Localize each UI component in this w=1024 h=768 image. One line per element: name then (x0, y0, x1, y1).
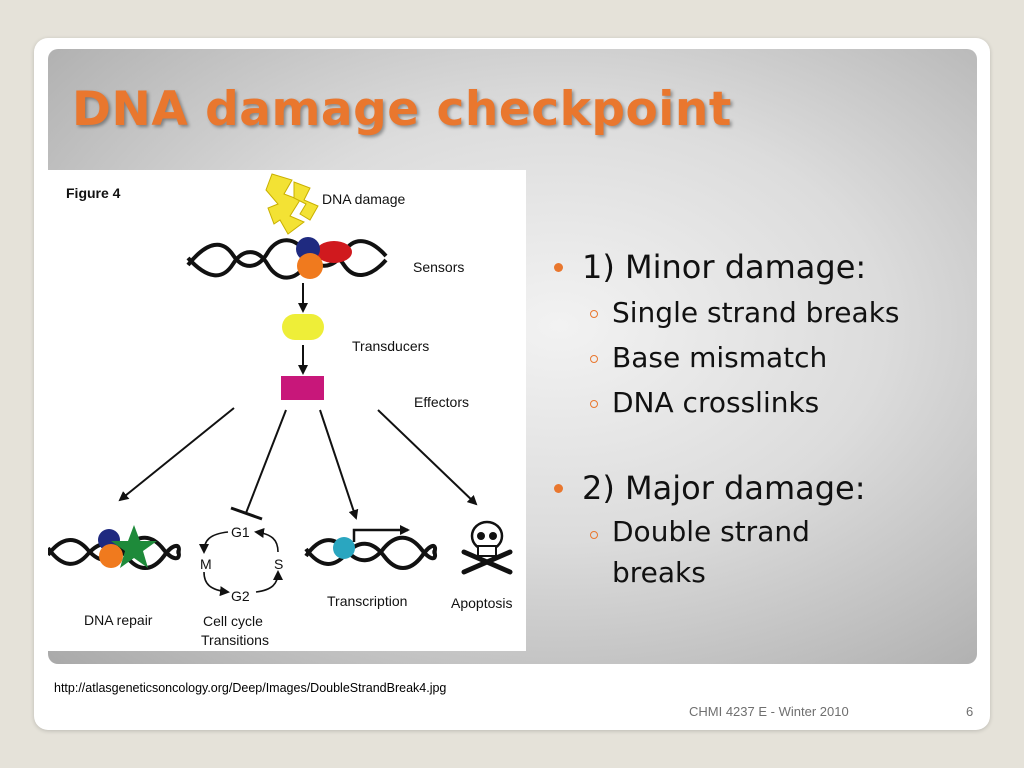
sub-bullet-text: Single strand breaks (612, 296, 900, 329)
sub-bullet: Base mismatch (552, 335, 972, 380)
sub-bullet: Single strand breaks (552, 290, 972, 335)
transducer-shape (282, 314, 324, 340)
label-g2: G2 (231, 588, 250, 604)
label-dna-repair: DNA repair (84, 612, 153, 628)
bullet-minor-label: 1) Minor damage: (582, 248, 867, 286)
skull-crossbones-icon (461, 520, 513, 575)
bullet-dot-icon (554, 263, 563, 272)
sub-bullet-ring-icon (590, 310, 598, 318)
transcription-icon (304, 525, 437, 570)
slide-footer: CHMI 4237 E - Winter 2010 (689, 704, 849, 719)
sub-bullet: Double strand breaks (552, 511, 902, 593)
lightning-icon (265, 173, 319, 235)
label-dna-damage: DNA damage (322, 191, 405, 207)
source-url: http://atlasgeneticsoncology.org/Deep/Im… (54, 681, 447, 695)
label-cell-cycle-line1: Cell cycle (203, 613, 263, 629)
label-g1: G1 (231, 524, 250, 540)
bullet-minor-damage: 1) Minor damage: (552, 244, 972, 290)
slide-number: 6 (966, 704, 974, 719)
sensors-dna-icon (186, 237, 388, 280)
label-effectors: Effectors (414, 394, 469, 410)
sub-bullet-text: DNA crosslinks (612, 386, 820, 419)
label-sensors: Sensors (413, 259, 464, 275)
slide-title: DNA damage checkpoint (72, 82, 732, 137)
sub-bullet: DNA crosslinks (552, 380, 972, 425)
bullet-list: 1) Minor damage: Single strand breaks Ba… (552, 244, 972, 593)
sub-bullet-ring-icon (590, 355, 598, 363)
sub-bullet-text: Double strand breaks (612, 515, 810, 589)
label-m: M (200, 556, 212, 572)
label-cell-cycle-line2: Transitions (201, 632, 269, 648)
bullet-major-damage: 2) Major damage: (552, 465, 972, 511)
effector-shape (281, 376, 324, 400)
label-s: S (274, 556, 283, 572)
cell-cycle-icon (199, 528, 283, 597)
label-transducers: Transducers (352, 338, 429, 354)
figure-label: Figure 4 (66, 185, 121, 201)
bullet-major-label: 2) Major damage: (582, 469, 866, 507)
dna-repair-icon (48, 525, 181, 570)
checkpoint-figure: Figure 4 DNA damage Sensors Transducers … (48, 170, 526, 651)
bullet-dot-icon (554, 484, 563, 493)
sub-bullet-ring-icon (590, 400, 598, 408)
label-apoptosis: Apoptosis (451, 595, 512, 611)
sub-bullet-text: Base mismatch (612, 341, 828, 374)
sub-bullet-ring-icon (590, 531, 598, 539)
label-transcription: Transcription (327, 593, 407, 609)
